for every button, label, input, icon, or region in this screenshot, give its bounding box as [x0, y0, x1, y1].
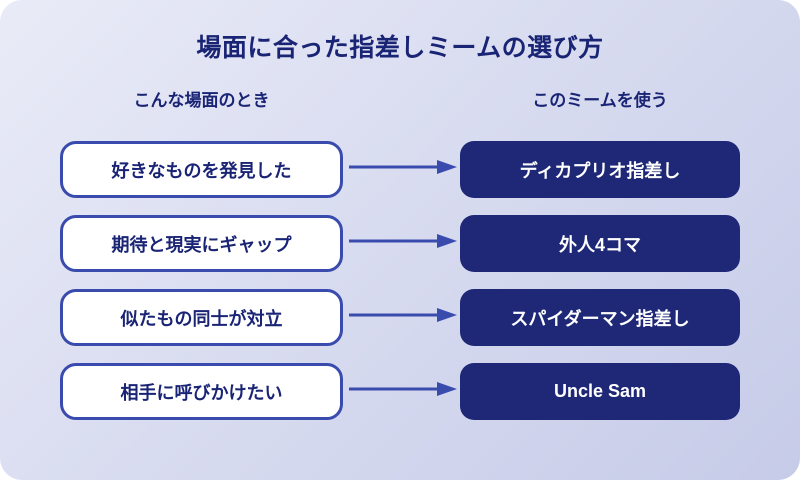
situation-box: 似たもの同士が対立 [60, 289, 343, 346]
right-arrow-icon [347, 159, 457, 180]
mapping-row: 相手に呼びかけたい Uncle Sam [0, 363, 800, 420]
arrow-zone [343, 307, 460, 328]
arrow-zone [343, 159, 460, 180]
meme-box: Uncle Sam [460, 363, 740, 420]
right-arrow-icon [347, 381, 457, 402]
right-arrow-icon [347, 307, 457, 328]
meme-box: ディカプリオ指差し [460, 141, 740, 198]
page-title: 場面に合った指差しミームの選び方 [196, 34, 604, 62]
mapping-row: 似たもの同士が対立 スパイダーマン指差し [0, 289, 800, 346]
mapping-rows: 好きなものを発見した ディカプリオ指差し 期待と現実にギャップ 外人4コマ 似た… [0, 141, 800, 420]
meme-column-header: このミームを使う [532, 91, 668, 110]
meme-box: スパイダーマン指差し [460, 289, 740, 346]
situation-box: 期待と現実にギャップ [60, 215, 343, 272]
situation-box: 好きなものを発見した [60, 141, 343, 198]
column-headers: こんな場面のとき このミームを使う [0, 86, 800, 111]
right-arrow-icon [347, 233, 457, 254]
situation-column-header: こんな場面のとき [133, 91, 270, 110]
arrow-zone [343, 233, 460, 254]
mapping-row: 期待と現実にギャップ 外人4コマ [0, 215, 800, 272]
mapping-row: 好きなものを発見した ディカプリオ指差し [0, 141, 800, 198]
meme-box: 外人4コマ [460, 215, 740, 272]
situation-box: 相手に呼びかけたい [60, 363, 343, 420]
arrow-zone [343, 381, 460, 402]
